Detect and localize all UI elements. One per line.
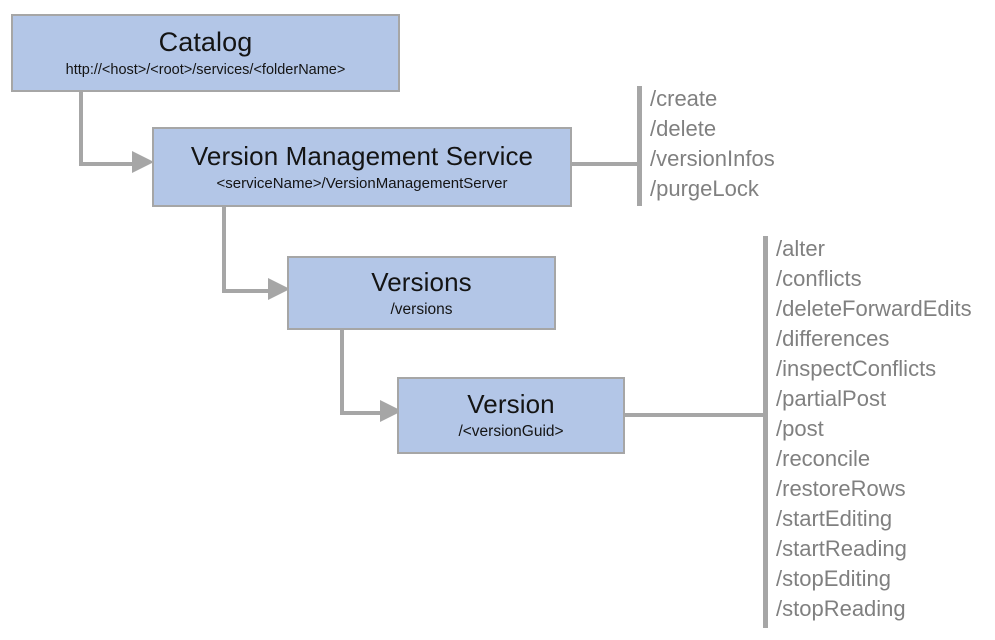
node-version[interactable]: Version /<versionGuid> [397, 377, 625, 454]
node-versions-path: /versions [390, 300, 453, 318]
bracket-version-operations [763, 236, 768, 628]
connector-service-to-operations [572, 162, 641, 166]
arrowhead-icon-catalog-to-service [132, 151, 154, 173]
operation-item: /stopEditing [776, 566, 891, 591]
operation-item: /startEditing [776, 506, 893, 531]
operation-item: /restoreRows [776, 476, 906, 501]
operation-item: /create [650, 86, 718, 111]
node-version-management-service-path: <serviceName>/VersionManagementServer [216, 175, 508, 192]
operation-item: /stopReading [776, 596, 906, 621]
node-catalog-path: http://<host>/<root>/services/<folderNam… [65, 61, 346, 78]
connector-catalog-to-service-horizontal [79, 162, 134, 166]
node-version-management-service[interactable]: Version Management Service <serviceName>… [152, 127, 572, 207]
connector-versions-to-version-horizontal [340, 411, 382, 415]
operation-item: /inspectConflicts [776, 356, 937, 381]
operation-list-version: /alter/conflicts/deleteForwardEdits/diff… [776, 234, 972, 624]
connector-version-to-operations [625, 413, 768, 417]
connector-catalog-to-service-vertical [79, 92, 83, 166]
arrowhead-icon-versions-to-version [380, 400, 402, 422]
operation-item: /alter [776, 236, 825, 261]
connector-versions-to-version-vertical [340, 330, 344, 413]
operation-item: /differences [776, 326, 890, 351]
connector-service-to-versions-vertical [222, 207, 226, 291]
bracket-service-operations [637, 86, 642, 206]
operation-item: /startReading [776, 536, 907, 561]
operation-list-service: /create/delete/versionInfos/purgeLock [650, 84, 775, 204]
node-catalog[interactable]: Catalog http://<host>/<root>/services/<f… [11, 14, 400, 92]
operation-item: /deleteForwardEdits [776, 296, 972, 321]
operation-item: /reconcile [776, 446, 871, 471]
arrowhead-icon-service-to-versions [268, 278, 290, 300]
operation-item: /purgeLock [650, 176, 759, 201]
node-catalog-title: Catalog [158, 26, 253, 57]
node-versions[interactable]: Versions /versions [287, 256, 556, 330]
connector-service-to-versions-horizontal [222, 289, 270, 293]
operation-item: /conflicts [776, 266, 862, 291]
operation-item: /post [776, 416, 824, 441]
operation-item: /partialPost [776, 386, 887, 411]
node-version-path: /<versionGuid> [458, 423, 564, 441]
operation-item: /delete [650, 116, 717, 141]
node-version-title: Version [467, 389, 555, 420]
node-versions-title: Versions [371, 266, 472, 297]
operation-item: /versionInfos [650, 146, 775, 171]
node-version-management-service-title: Version Management Service [190, 141, 534, 171]
